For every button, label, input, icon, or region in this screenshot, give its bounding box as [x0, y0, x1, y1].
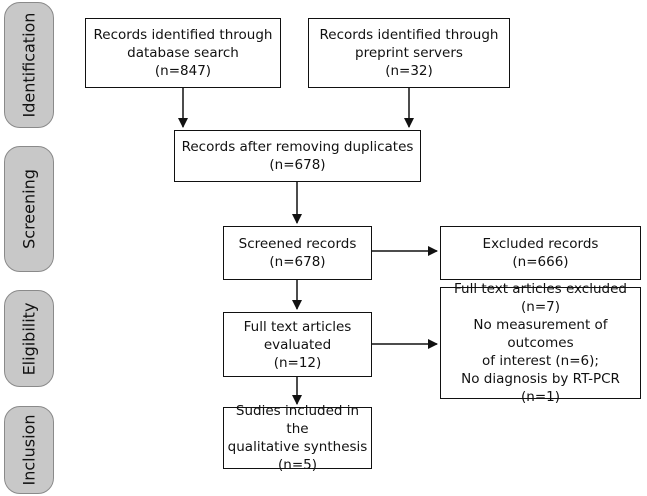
excluded-line-1: Excluded records — [482, 236, 599, 252]
ft-excluded-reason-1b: of interest (n=6); — [482, 353, 599, 369]
box-included-studies: Sudies included in the qualitative synth… — [223, 403, 372, 473]
box-preprint-servers: Records identified through preprint serv… — [308, 18, 510, 88]
phase-screening: Screening — [4, 146, 54, 272]
ft-excluded-line-1: Full text articles excluded — [454, 281, 627, 297]
box-after-duplicates: Records after removing duplicates (n=678… — [174, 130, 421, 182]
phase-inclusion: Inclusion — [4, 406, 54, 494]
box-fulltext-excluded: Full text articles excluded (n=7) No mea… — [440, 281, 641, 405]
after-dup-count: (n=678) — [269, 157, 326, 173]
screened-line-1: Screened records — [238, 236, 357, 252]
fulltext-line-2: evaluated — [263, 336, 332, 353]
included-count: (n=5) — [278, 457, 317, 473]
db-search-line-2: database search — [127, 45, 239, 61]
preprint-line-1: Records identified through — [319, 27, 499, 43]
preprint-line-2: preprint servers — [355, 45, 463, 61]
included-line-2: qualitative synthesis — [227, 439, 368, 455]
phase-identification: Identification — [4, 2, 54, 128]
included-line-1: Sudies included in the — [235, 403, 360, 437]
after-dup-line-1: Records after removing duplicates — [181, 139, 414, 155]
excluded-count: (n=666) — [512, 254, 569, 270]
box-database-search: Records identified through database sear… — [85, 18, 281, 88]
box-excluded-records: Excluded records (n=666) — [440, 226, 641, 280]
ft-excluded-reason-1a: No measurement of outcomes — [473, 317, 608, 351]
ft-excluded-reason-2: No diagnosis by RT-PCR (n=1) — [461, 371, 620, 405]
fulltext-count: (n=12) — [273, 354, 322, 371]
box-screened-records: Screened records (n=678) — [223, 226, 372, 280]
ft-excluded-count: (n=7) — [521, 299, 560, 315]
phase-eligibility: Eligibility — [4, 290, 54, 387]
db-search-line-1: Records identified through — [93, 27, 273, 43]
screened-count: (n=678) — [269, 254, 326, 270]
preprint-count: (n=32) — [385, 63, 433, 79]
db-search-count: (n=847) — [154, 63, 212, 79]
box-fulltext-evaluated: Full text articles evaluated (n=12) — [223, 312, 372, 377]
fulltext-line-1: Full text articles — [243, 318, 352, 335]
